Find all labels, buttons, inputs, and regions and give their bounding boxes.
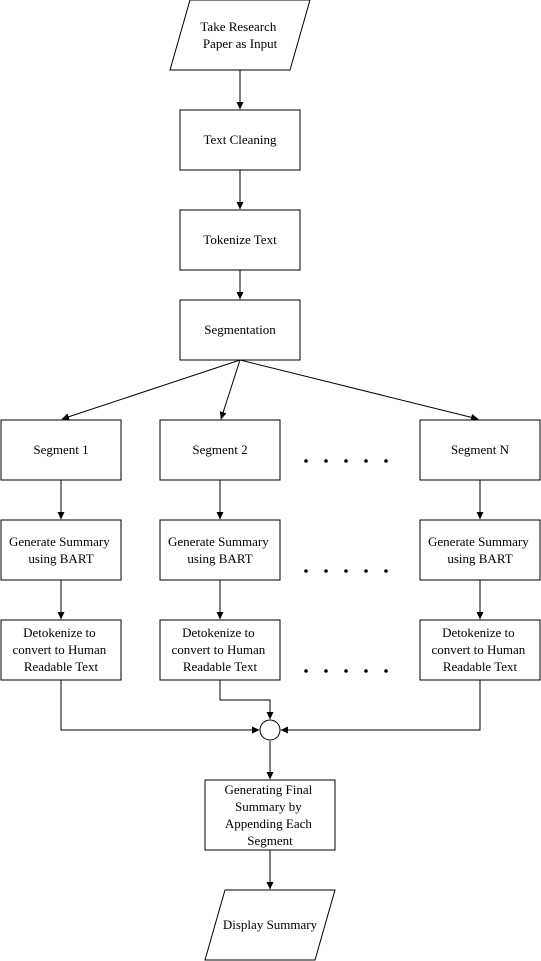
edges bbox=[57, 70, 484, 890]
edge-detokN-junction bbox=[280, 680, 481, 734]
edge-segmentation-segN bbox=[239, 359, 479, 421]
node-summary-n-label: Generate Summary using BART bbox=[428, 534, 532, 566]
node-segmentation: Segmentation bbox=[179, 299, 301, 361]
node-final-summary-label: Generating Final Summary by Appending Ea… bbox=[225, 782, 316, 848]
node-segment-n: Segment N bbox=[419, 419, 541, 481]
ellipsis-detokenize bbox=[304, 669, 388, 673]
node-summary-n: Generate Summary using BART bbox=[419, 519, 541, 581]
node-detokenize-n-label: Detokenize to convert to Human Readable … bbox=[431, 625, 528, 674]
node-detokenize-2-label: Detokenize to convert to Human Readable … bbox=[171, 625, 268, 674]
node-summary-2-label: Generate Summary using BART bbox=[168, 534, 272, 566]
node-tokenize-text: Tokenize Text bbox=[179, 209, 301, 271]
node-text-cleaning: Text Cleaning bbox=[179, 109, 301, 171]
node-segmentation-label: Segmentation bbox=[204, 322, 276, 337]
node-input-label: Take Research Paper as Input bbox=[200, 19, 279, 51]
node-segment-2: Segment 2 bbox=[159, 419, 281, 481]
node-summary-2: Generate Summary using BART bbox=[159, 519, 281, 581]
node-text-cleaning-label: Text Cleaning bbox=[203, 132, 277, 147]
ellipsis-segments bbox=[304, 459, 388, 463]
node-input: Take Research Paper as Input bbox=[169, 0, 311, 71]
merge-junction bbox=[259, 719, 281, 741]
node-final-summary: Generating Final Summary by Appending Ea… bbox=[204, 779, 336, 851]
node-segment-2-label: Segment 2 bbox=[192, 442, 247, 457]
edge-detok2-junction bbox=[219, 680, 274, 720]
node-summary-1-label: Generate Summary using BART bbox=[9, 534, 113, 566]
node-detokenize-n: Detokenize to convert to Human Readable … bbox=[419, 619, 541, 681]
node-segment-1: Segment 1 bbox=[0, 419, 122, 481]
node-summary-1: Generate Summary using BART bbox=[0, 519, 122, 581]
node-segment-n-label: Segment N bbox=[451, 442, 510, 457]
node-segment-1-label: Segment 1 bbox=[33, 442, 88, 457]
node-display-summary: Display Summary bbox=[204, 889, 336, 961]
node-display-summary-label: Display Summary bbox=[223, 917, 318, 932]
ellipsis-summaries bbox=[304, 569, 388, 573]
node-detokenize-2: Detokenize to convert to Human Readable … bbox=[159, 619, 281, 681]
edge-segmentation-seg2 bbox=[219, 359, 241, 420]
node-tokenize-text-label: Tokenize Text bbox=[203, 232, 277, 247]
edge-segmentation-seg1 bbox=[61, 359, 241, 421]
node-detokenize-1: Detokenize to convert to Human Readable … bbox=[0, 619, 122, 681]
node-detokenize-1-label: Detokenize to convert to Human Readable … bbox=[12, 625, 109, 674]
edge-detok1-junction bbox=[60, 680, 260, 734]
